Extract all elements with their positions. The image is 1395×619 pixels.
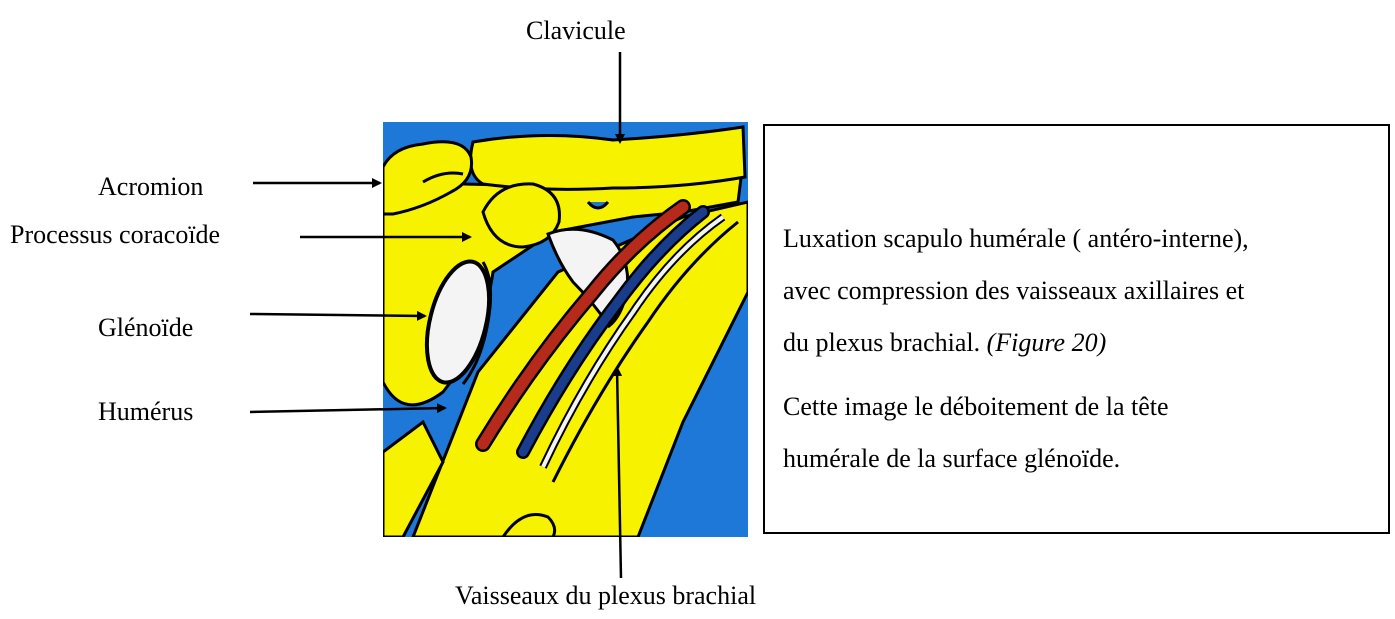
- caption-line-3: du plexus brachial. (Figure 20): [783, 330, 1368, 356]
- caption-line-3-text: du plexus brachial.: [783, 328, 987, 357]
- arrow-glenoide: [250, 314, 425, 316]
- figure-reference: (Figure 20): [987, 328, 1107, 357]
- caption-line-5: humérale de la surface glénoïde.: [783, 446, 1368, 472]
- caption-line-4: Cette image le déboitement de la tête: [783, 394, 1368, 420]
- arrow-humerus: [250, 408, 445, 412]
- caption-line-1: Luxation scapulo humérale ( antéro-inter…: [783, 226, 1368, 252]
- arrow-vaisseaux: [617, 368, 621, 578]
- caption-line-2: avec compression des vaisseaux axillaire…: [783, 278, 1368, 304]
- caption-box: Luxation scapulo humérale ( antéro-inter…: [763, 124, 1390, 534]
